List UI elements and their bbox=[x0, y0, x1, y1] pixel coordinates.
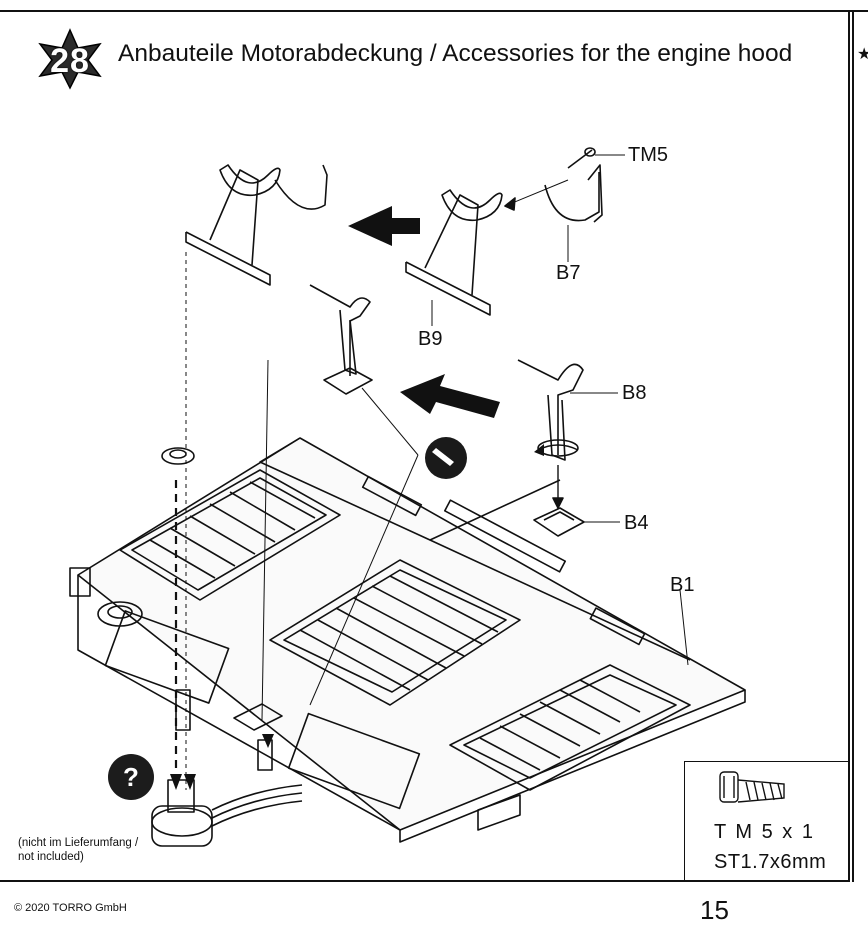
part-b9 bbox=[185, 164, 503, 316]
screw-legend-box bbox=[684, 761, 850, 882]
star-step-icon bbox=[38, 28, 102, 90]
next-step-star-icon: ★ bbox=[857, 46, 868, 63]
part-mid-post bbox=[309, 284, 373, 395]
part-b7 bbox=[544, 164, 603, 223]
grille-center bbox=[269, 559, 521, 706]
question-icon: ? bbox=[108, 754, 154, 800]
label-b8: B8 bbox=[622, 382, 647, 404]
screw-icon bbox=[719, 771, 785, 803]
note-line-1: (nicht im Lieferumfang / bbox=[18, 837, 139, 849]
label-b7: B7 bbox=[556, 262, 581, 284]
step-title: Anbauteile Motorabdeckung / Accessories … bbox=[118, 40, 793, 67]
copyright: © 2020 TORRO GmbH bbox=[14, 902, 127, 914]
part-b8 bbox=[517, 359, 584, 461]
note-line-2: not included) bbox=[18, 851, 84, 863]
label-b9: B9 bbox=[418, 328, 443, 350]
servo bbox=[151, 779, 303, 847]
direction-arrow-icon bbox=[348, 206, 500, 418]
legend-spec: ST1.7x6mm bbox=[714, 851, 827, 873]
label-b1: B1 bbox=[670, 574, 695, 596]
hood-plate-b1 bbox=[77, 437, 746, 843]
label-tm5: TM5 bbox=[628, 144, 668, 166]
not-included-note: (nicht im Lieferumfang / not included) bbox=[18, 836, 138, 864]
page-number: 15 bbox=[700, 895, 729, 925]
label-b4: B4 bbox=[624, 512, 649, 534]
part-b4 bbox=[533, 507, 585, 537]
legend-quantity: T M 5 x 1 bbox=[714, 821, 815, 843]
instruction-frame bbox=[0, 10, 850, 882]
screwdriver-icon bbox=[425, 437, 467, 479]
right-panel-edge bbox=[852, 10, 854, 882]
grille-right bbox=[449, 664, 691, 791]
grille-left bbox=[119, 469, 341, 601]
screw-tm5 bbox=[567, 147, 596, 169]
step-number: 28 bbox=[50, 41, 90, 80]
